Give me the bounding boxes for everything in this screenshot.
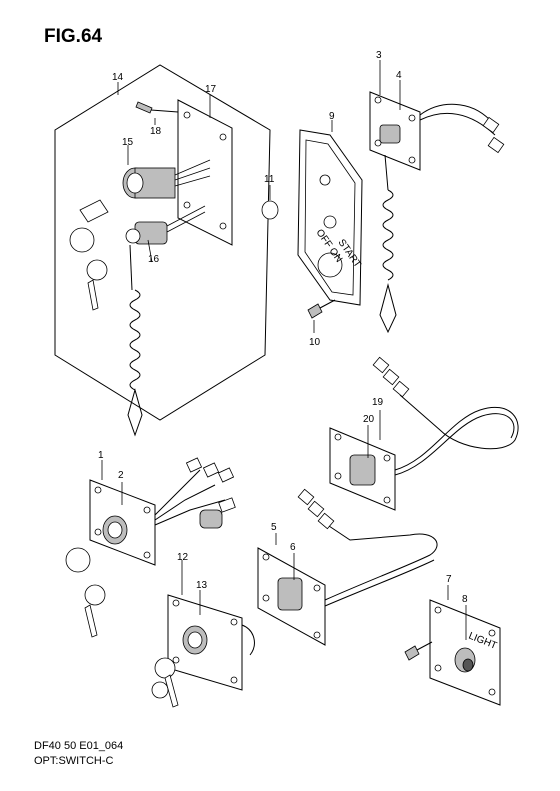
callout-10: 10	[309, 337, 321, 348]
part-12-13-key-switch	[151, 560, 255, 708]
callout-18: 18	[150, 126, 162, 137]
callout-12: 12	[177, 552, 189, 563]
figure-name: OPT:SWITCH-C	[34, 755, 114, 767]
callout-6: 6	[290, 542, 296, 553]
part-5-6-switch	[257, 488, 438, 646]
callout-3: 3	[376, 50, 382, 61]
screw-near-7-8	[404, 641, 433, 661]
callout-labels: 14 17 18 15 16 11 9 10 3 4 19 20 1 2 5 6…	[98, 50, 468, 605]
callout-14: 14	[112, 72, 124, 83]
callout-9: 9	[329, 111, 335, 122]
callout-19: 19	[372, 397, 384, 408]
part-15-key-switch	[122, 145, 211, 199]
figure-title: FIG.64	[44, 26, 103, 47]
callout-5: 5	[271, 522, 277, 533]
callout-15: 15	[122, 137, 134, 148]
part-18-screw	[135, 101, 179, 125]
callout-4: 4	[396, 70, 402, 81]
part-9-panel	[297, 120, 363, 306]
part-7-8-light-switch	[429, 585, 501, 706]
kit-box-14	[54, 64, 271, 421]
part-1-2-main-switch	[65, 457, 236, 638]
part-10-screw	[307, 299, 336, 333]
callout-17: 17	[205, 84, 217, 95]
callout-2: 2	[118, 470, 124, 481]
part-11-plug	[261, 185, 279, 220]
callout-16: 16	[148, 254, 160, 265]
callout-20: 20	[363, 414, 375, 425]
callout-8: 8	[462, 594, 468, 605]
part-3-4-stop-switch	[369, 60, 505, 334]
callout-7: 7	[446, 574, 452, 585]
callout-11: 11	[264, 174, 275, 185]
callout-1: 1	[98, 450, 104, 461]
callout-13: 13	[196, 580, 208, 591]
figure-code: DF40 50 E01_064	[34, 740, 124, 752]
part-15-keys	[69, 199, 109, 311]
part-16-stop-switch	[125, 205, 206, 437]
part-19-20-switch	[329, 356, 519, 511]
